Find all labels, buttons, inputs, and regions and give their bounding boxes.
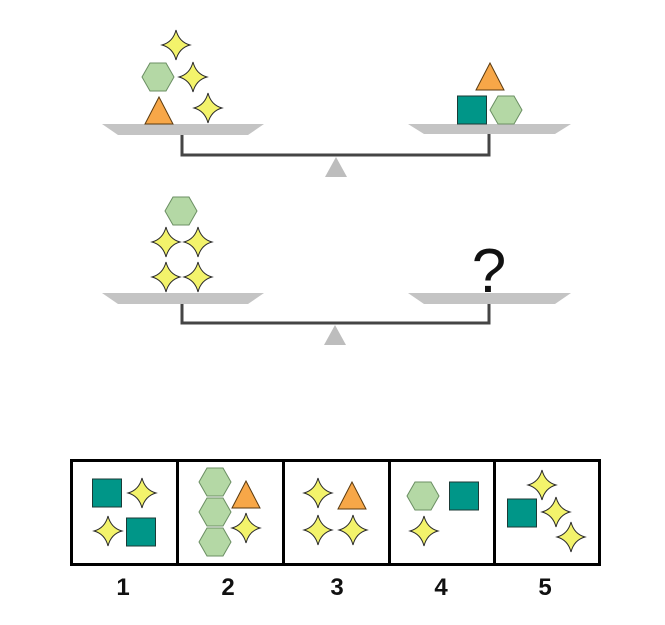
- square-icon: [507, 498, 537, 528]
- answer-option-1[interactable]: 1: [73, 462, 176, 601]
- scale-2-right-pan: [408, 293, 571, 304]
- square-icon: [449, 481, 479, 511]
- star-icon: [302, 514, 334, 546]
- answer-option-5-label: 5: [538, 574, 551, 601]
- square-icon: [126, 517, 156, 547]
- scale-1-right-pan: [408, 124, 571, 134]
- answer-option-4-label: 4: [434, 574, 448, 601]
- balance-scale-2: ?: [102, 196, 571, 345]
- hexagon-icon: [141, 62, 175, 92]
- triangle-icon: [337, 480, 367, 510]
- hexagon-icon: [164, 196, 198, 226]
- balance-scale-1: [102, 29, 571, 177]
- answer-option-1-label: 1: [116, 574, 129, 601]
- star-icon: [92, 515, 124, 547]
- answer-option-1-items: [92, 477, 158, 547]
- scale-2-left-pan: [102, 293, 264, 304]
- hexagon-icon: [406, 481, 440, 511]
- hexagon-icon: [198, 467, 232, 497]
- answer-option-4[interactable]: 4: [391, 462, 493, 601]
- answer-option-3-cell[interactable]: [285, 462, 388, 563]
- star-icon: [160, 29, 192, 61]
- scale-2-beam: [180, 304, 491, 325]
- answer-option-1-cell[interactable]: [73, 462, 176, 563]
- star-icon: [182, 261, 214, 293]
- answer-options-frame: [70, 459, 601, 566]
- star-icon: [150, 226, 182, 258]
- answer-option-2[interactable]: 2: [179, 462, 282, 601]
- scale-1-right-items: [457, 61, 523, 125]
- square-icon: [92, 478, 122, 508]
- answer-option-2-items: [198, 467, 262, 557]
- star-icon: [302, 477, 334, 509]
- star-icon: [126, 477, 158, 509]
- star-icon: [177, 61, 209, 93]
- answer-option-2-label: 2: [221, 574, 234, 601]
- scale-1-fulcrum: [325, 157, 347, 177]
- star-icon: [555, 521, 587, 553]
- answer-option-3[interactable]: 3: [285, 462, 388, 601]
- star-icon: [337, 514, 369, 546]
- triangle-icon: [231, 479, 261, 509]
- scale-2-left-items: [150, 196, 214, 293]
- scale-1-left-items: [141, 29, 224, 125]
- scale-2-fulcrum: [324, 325, 346, 345]
- triangle-icon: [144, 95, 174, 125]
- star-icon: [182, 226, 214, 258]
- star-icon: [540, 496, 572, 528]
- square-icon: [457, 95, 487, 125]
- answer-option-4-cell[interactable]: [391, 462, 493, 563]
- hexagon-icon: [198, 527, 232, 557]
- answer-option-5-items: [507, 469, 587, 553]
- star-icon: [192, 92, 224, 124]
- answer-option-3-items: [302, 477, 369, 546]
- hexagon-icon: [489, 95, 523, 125]
- answer-options: 1 2 3 4 5: [70, 459, 601, 601]
- star-icon: [408, 515, 440, 547]
- star-icon: [230, 512, 262, 544]
- star-icon: [526, 469, 558, 501]
- hexagon-icon: [198, 497, 232, 527]
- scale-1-left-pan: [102, 124, 264, 135]
- star-icon: [150, 261, 182, 293]
- triangle-icon: [475, 61, 505, 91]
- scale-1-beam: [180, 134, 491, 157]
- answer-option-4-items: [406, 481, 479, 547]
- unknown-placeholder: ?: [472, 237, 506, 306]
- answer-option-5[interactable]: 5: [496, 462, 598, 601]
- answer-option-3-label: 3: [330, 574, 343, 601]
